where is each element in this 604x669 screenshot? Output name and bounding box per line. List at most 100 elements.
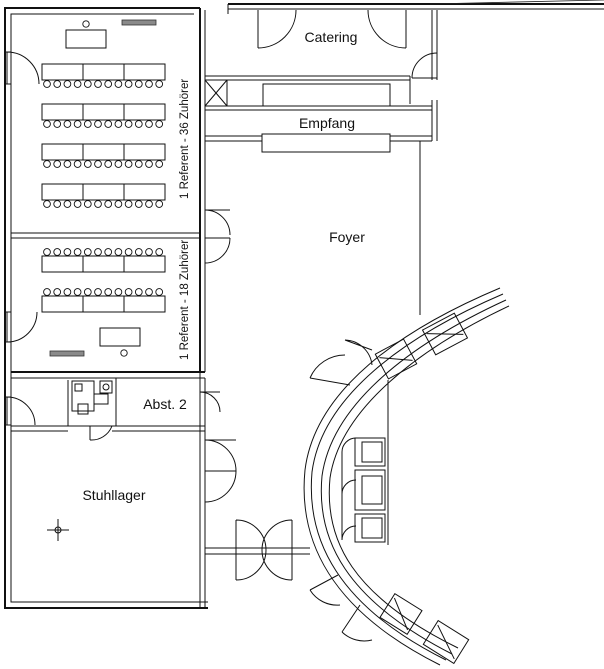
audience-chair bbox=[63, 288, 72, 296]
entrance-door-left bbox=[235, 519, 267, 580]
audience-chair bbox=[155, 160, 164, 168]
audience-chair bbox=[114, 288, 123, 296]
audience-chair bbox=[43, 248, 51, 256]
audience-table bbox=[123, 103, 166, 121]
wc-fixtures bbox=[71, 380, 113, 415]
audience-chair bbox=[134, 200, 143, 208]
audience-chair bbox=[53, 80, 62, 88]
audience-table bbox=[82, 255, 125, 273]
room-label-abst-2: Abst. 2 bbox=[143, 396, 187, 412]
audience-chair bbox=[83, 120, 92, 128]
audience-chair bbox=[53, 160, 62, 168]
audience-table bbox=[123, 255, 166, 273]
speaker-desk bbox=[65, 29, 107, 49]
room-label-foyer: Foyer bbox=[329, 229, 365, 245]
entrance-door-right bbox=[261, 519, 293, 580]
door-swing bbox=[6, 51, 40, 85]
audience-chair bbox=[73, 160, 82, 168]
crosshair-marker bbox=[47, 519, 69, 541]
audience-table bbox=[41, 255, 84, 273]
audience-table bbox=[41, 63, 84, 81]
small-room-caption: 1 Referent - 18 Zuhörer bbox=[179, 240, 191, 360]
audience-chair bbox=[155, 200, 164, 208]
whiteboard bbox=[121, 19, 157, 26]
audience-chair bbox=[155, 288, 164, 296]
audience-chair bbox=[73, 288, 82, 296]
audience-chair bbox=[43, 120, 51, 128]
audience-chair bbox=[53, 248, 62, 256]
audience-chair bbox=[104, 248, 113, 256]
audience-chair bbox=[43, 200, 51, 208]
audience-chair bbox=[94, 80, 102, 88]
audience-chair bbox=[94, 288, 102, 296]
audience-chair bbox=[114, 120, 123, 128]
audience-table bbox=[123, 143, 166, 161]
audience-chair bbox=[94, 160, 102, 168]
audience-chair bbox=[134, 160, 143, 168]
audience-table bbox=[123, 63, 166, 81]
audience-chair bbox=[104, 80, 113, 88]
audience-chair bbox=[114, 80, 123, 88]
audience-chair bbox=[124, 200, 133, 208]
audience-table bbox=[41, 183, 84, 201]
audience-table bbox=[82, 295, 125, 313]
audience-chair bbox=[43, 160, 51, 168]
audience-chair bbox=[155, 80, 164, 88]
audience-chair bbox=[53, 200, 62, 208]
audience-chair bbox=[63, 80, 72, 88]
curved-facade bbox=[303, 287, 510, 666]
audience-chair bbox=[83, 160, 92, 168]
audience-chair bbox=[94, 248, 102, 256]
foyer bbox=[204, 141, 421, 581]
revolving-door bbox=[341, 437, 386, 543]
audience-chair bbox=[43, 80, 51, 88]
audience-chair bbox=[114, 248, 123, 256]
catering-area bbox=[204, 9, 438, 107]
audience-chair bbox=[155, 120, 164, 128]
audience-table bbox=[41, 143, 84, 161]
audience-table bbox=[123, 295, 166, 313]
reception-counter bbox=[261, 133, 391, 153]
audience-chair bbox=[104, 160, 113, 168]
audience-chair bbox=[63, 248, 72, 256]
audience-chair bbox=[104, 200, 113, 208]
audience-table bbox=[82, 183, 125, 201]
audience-chair bbox=[73, 80, 82, 88]
audience-chair bbox=[83, 200, 92, 208]
audience-table bbox=[82, 63, 125, 81]
audience-chair bbox=[53, 288, 62, 296]
room-label-catering: Catering bbox=[305, 29, 358, 45]
reception-desk bbox=[205, 100, 438, 153]
audience-table bbox=[41, 295, 84, 313]
audience-rows-small bbox=[41, 248, 166, 313]
audience-chair bbox=[104, 120, 113, 128]
door-swing bbox=[257, 9, 297, 49]
audience-chair bbox=[145, 80, 153, 88]
room-label-stuhllager: Stuhllager bbox=[82, 487, 145, 503]
audience-chair bbox=[83, 288, 92, 296]
audience-chair bbox=[155, 248, 164, 256]
outer-walls bbox=[4, 0, 604, 609]
audience-chair bbox=[73, 248, 82, 256]
audience-table bbox=[82, 103, 125, 121]
audience-chair bbox=[145, 120, 153, 128]
audience-chair bbox=[124, 80, 133, 88]
audience-chair bbox=[124, 160, 133, 168]
audience-chair bbox=[134, 120, 143, 128]
audience-table bbox=[41, 103, 84, 121]
speaker-chair bbox=[82, 20, 90, 28]
speaker-desk bbox=[99, 327, 141, 347]
seminar-room-large: 1 Referent - 36 Zuhörer bbox=[11, 19, 200, 239]
audience-chair bbox=[134, 80, 143, 88]
audience-chair bbox=[73, 200, 82, 208]
audience-chair bbox=[114, 200, 123, 208]
audience-chair bbox=[83, 80, 92, 88]
audience-chair bbox=[134, 288, 143, 296]
large-room-caption: 1 Referent - 36 Zuhörer bbox=[179, 79, 191, 199]
audience-chair bbox=[104, 288, 113, 296]
audience-chair bbox=[145, 160, 153, 168]
door-swing bbox=[367, 9, 407, 49]
audience-chair bbox=[94, 120, 102, 128]
audience-rows-large bbox=[41, 63, 166, 208]
